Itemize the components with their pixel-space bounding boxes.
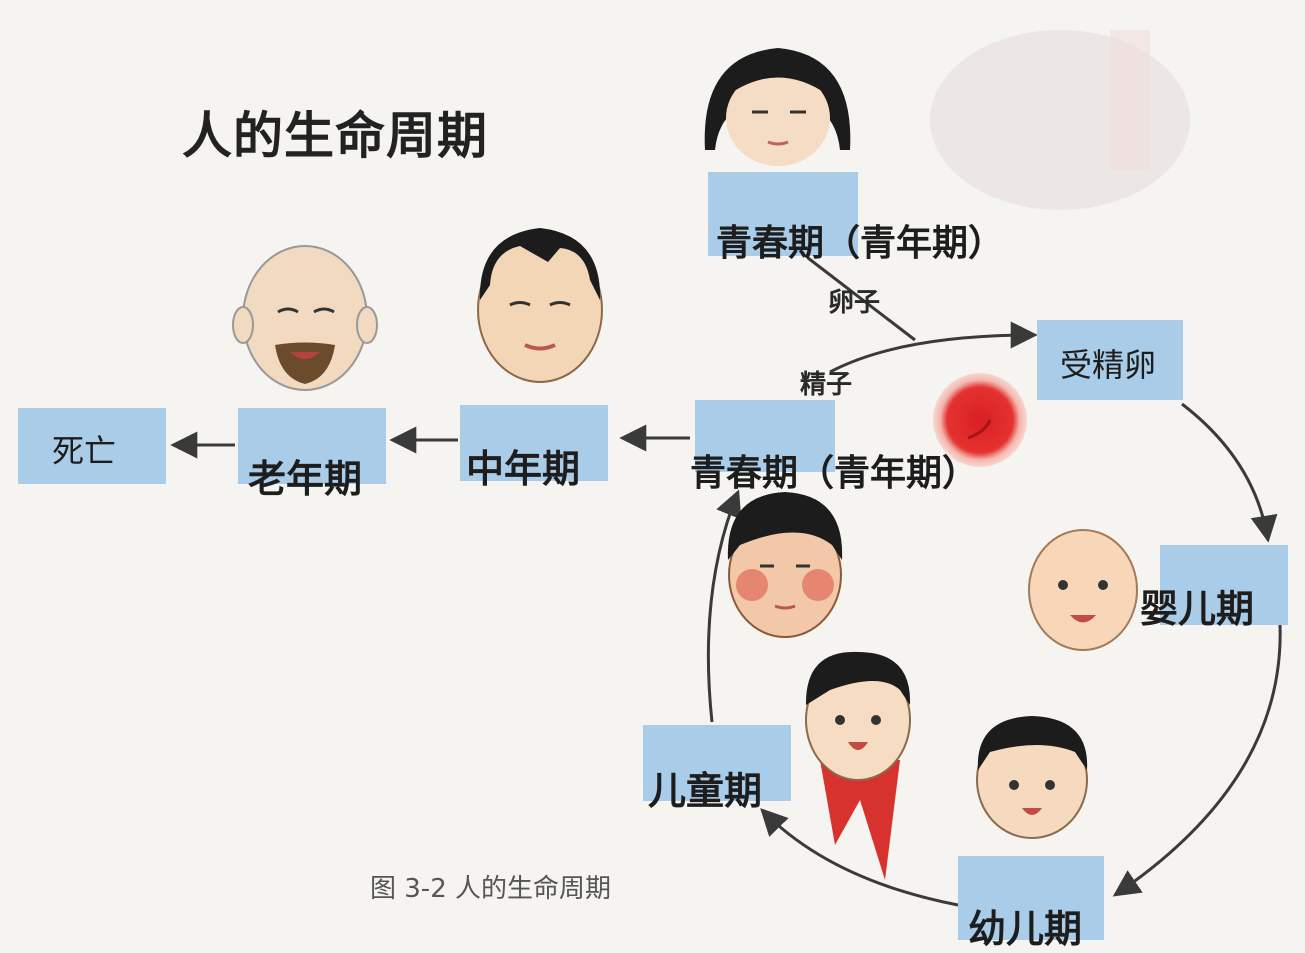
- egg-line: [807, 256, 916, 342]
- infancy-label: 婴儿期: [1140, 587, 1255, 631]
- sperm-label: 精子: [800, 370, 853, 400]
- old-age-label: 老年期: [248, 457, 363, 501]
- zygote-nucleus: [967, 419, 992, 440]
- death-box: [18, 408, 166, 484]
- diagram-title: 人的生命周期: [182, 107, 488, 165]
- toddler-face: [976, 716, 1088, 839]
- baby-face: [1028, 529, 1138, 651]
- toddler-box: [958, 856, 1104, 940]
- zygote-label: 受精卵: [1060, 346, 1157, 384]
- death-label: 死亡: [52, 432, 117, 470]
- young-woman-face: [704, 48, 851, 166]
- arrow-to-puberty: [706, 489, 742, 723]
- puberty-top-box: [708, 172, 858, 256]
- child-face: [805, 651, 911, 880]
- middle-age-label: 中年期: [466, 447, 581, 491]
- toddler-label: 幼儿期: [968, 907, 1083, 951]
- background-smudge: [930, 30, 1190, 210]
- childhood-box: [643, 725, 791, 801]
- arrow-to-infancy: [1181, 402, 1278, 543]
- background-smudge: [1110, 30, 1150, 170]
- zygote-cell: [933, 373, 1027, 467]
- puberty-center-label: 青春期（青年期）: [690, 453, 979, 494]
- arrow-to-childhood: [760, 808, 959, 907]
- arrow-to-toddler: [1112, 624, 1282, 897]
- egg-label: 卵子: [828, 288, 881, 318]
- middle-age-box: [460, 405, 608, 481]
- middle-aged-face: [477, 228, 603, 383]
- zygote-box: [1037, 320, 1183, 400]
- puberty-top-label: 青春期（青年期）: [716, 223, 1005, 264]
- puberty-center-box: [695, 400, 835, 472]
- old-man-face: [232, 245, 378, 391]
- figure-caption: 图 3-2 人的生命周期: [370, 874, 611, 904]
- infancy-box: [1160, 545, 1288, 625]
- childhood-label: 儿童期: [648, 769, 763, 813]
- teenager-face: [727, 492, 843, 638]
- arrow-to-zygote: [829, 321, 1038, 374]
- old-age-box: [238, 408, 386, 484]
